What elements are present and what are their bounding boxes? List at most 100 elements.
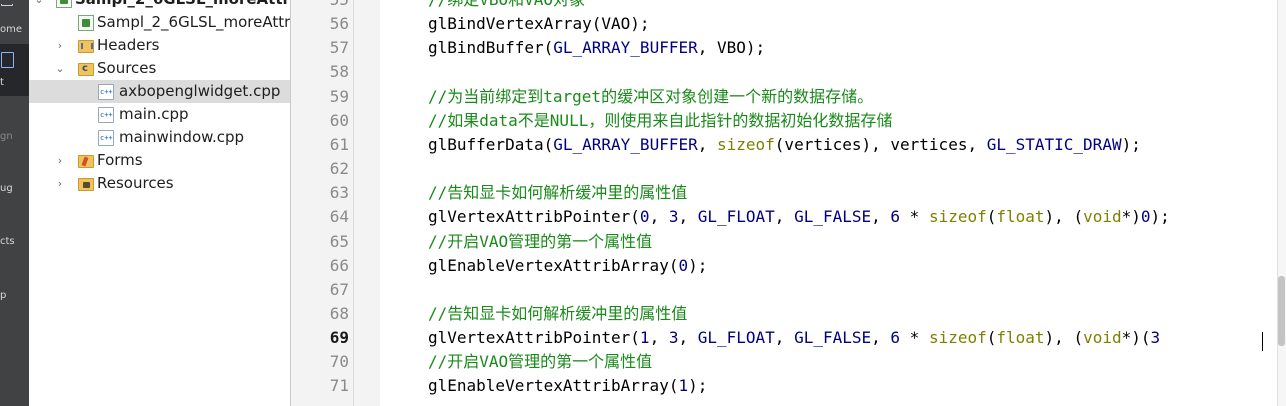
code-text: ( (986, 328, 997, 347)
code-text: , (678, 207, 698, 226)
project-tree: ⌄ Sampl_2_6GLSL_moreAttribu Sampl_2_6GLS… (29, 0, 291, 406)
code-text: ); (688, 376, 708, 395)
code-line[interactable]: //为当前绑定到target的缓冲区对象创建一个新的数据存储。 (428, 85, 873, 109)
fold-margin[interactable] (354, 0, 380, 406)
code-line[interactable]: //告知显卡如何解析缓冲里的属性值 (428, 181, 687, 205)
tree-item-headers[interactable]: › Headers (29, 34, 290, 57)
mode-label-projects: cts (0, 236, 15, 247)
tree-item-forms[interactable]: › Forms (29, 149, 290, 172)
project-icon (56, 0, 72, 8)
code-text: *) (1121, 207, 1141, 226)
tree-item-label: Resources (97, 174, 174, 192)
code-text: , (871, 328, 891, 347)
scrollbar-thumb[interactable] (1278, 276, 1285, 346)
code-comment: //开启VAO管理的第一个属性值 (428, 352, 653, 371)
code-text: glBindVertexArray(VAO); (428, 14, 650, 33)
code-line[interactable]: glBindBuffer(GL_ARRAY_BUFFER, VBO); (428, 36, 765, 60)
mode-design[interactable]: gn (0, 131, 29, 147)
mode-welcome-label[interactable]: ome (0, 24, 29, 40)
cpp-file-icon (98, 107, 114, 123)
code-token: GL_ARRAY_BUFFER (553, 38, 698, 57)
line-number-gutter (291, 0, 354, 406)
code-line[interactable]: glEnableVertexAttribArray(1); (428, 374, 707, 398)
mode-label-welcome: ome (0, 24, 23, 35)
code-text: ), ( (1044, 328, 1084, 347)
welcome-icon (1, 4, 13, 6)
code-token: 6 (890, 207, 901, 226)
code-text: * (900, 328, 929, 347)
cpp-file-icon (98, 84, 114, 100)
chevron-down-icon[interactable]: ⌄ (33, 0, 45, 11)
mode-edit[interactable] (0, 50, 29, 70)
tree-item-pro-file[interactable]: Sampl_2_6GLSL_moreAttri (29, 11, 290, 34)
mode-welcome[interactable] (0, 4, 29, 18)
chevron-right-icon[interactable]: › (57, 154, 63, 167)
line-number: 56 (329, 14, 349, 33)
code-token: 6 (890, 328, 901, 347)
tree-item-sources[interactable]: ⌄ Sources (29, 57, 290, 80)
code-line[interactable]: //开启VAO管理的第一个属性值 (428, 350, 652, 374)
code-line[interactable]: glBufferData(GL_ARRAY_BUFFER, sizeof(ver… (428, 133, 1141, 157)
pro-file-icon (78, 15, 94, 31)
mode-edit-label[interactable]: t (0, 77, 29, 93)
code-token: GL_FALSE (794, 207, 872, 226)
mode-label-edit: t (0, 77, 4, 88)
code-line[interactable]: glEnableVertexAttribArray(0); (428, 254, 707, 278)
line-number: 68 (329, 304, 349, 323)
line-number: 63 (329, 183, 349, 202)
code-keyword: void (1083, 328, 1122, 347)
code-line[interactable]: //绑定VBO和VAO对象 (428, 0, 585, 12)
code-text: (vertices), vertices, (774, 135, 987, 154)
code-text: ); (688, 256, 708, 275)
mode-help[interactable]: p (0, 290, 29, 306)
code-token: 3 (668, 328, 679, 347)
code-line[interactable]: glVertexAttribPointer(0, 3, GL_FLOAT, GL… (428, 205, 1170, 229)
tree-item-label: Sampl_2_6GLSL_moreAttribu (75, 0, 290, 11)
code-line[interactable]: //开启VAO管理的第一个属性值 (428, 230, 652, 254)
code-token: 1 (639, 328, 650, 347)
edit-icon (1, 52, 14, 68)
vertical-scrollbar[interactable] (1277, 0, 1286, 406)
code-line[interactable]: glVertexAttribPointer(1, 3, GL_FLOAT, GL… (428, 326, 1160, 350)
tree-item-resources[interactable]: › Resources (29, 172, 290, 195)
mode-debug[interactable]: ug (0, 183, 29, 199)
code-editor[interactable]: 55//绑定VBO和VAO对象56glBindVertexArray(VAO);… (291, 0, 1286, 406)
tree-item-axbopenglwidget-cpp[interactable]: axbopenglwidget.cpp (29, 80, 290, 103)
tree-item-label: Forms (97, 151, 143, 169)
code-line[interactable]: //告知显卡如何解析缓冲里的属性值 (428, 302, 687, 326)
tree-item-project[interactable]: ⌄ Sampl_2_6GLSL_moreAttribu (29, 0, 290, 11)
code-token: 3 (668, 207, 679, 226)
chevron-right-icon[interactable]: › (57, 39, 63, 52)
code-keyword: void (1083, 207, 1122, 226)
text-cursor (1262, 332, 1263, 351)
code-token: 3 (1150, 328, 1161, 347)
line-number: 69 (329, 328, 349, 347)
mode-selector-bar: ome t gn ug cts p (0, 0, 29, 406)
code-line[interactable]: //如果data不是NULL，则使用来自此指针的数据初始化数据存储 (428, 109, 892, 133)
line-number: 62 (329, 159, 349, 178)
code-text: , (697, 135, 717, 154)
line-number: 67 (329, 280, 349, 299)
tree-item-label: mainwindow.cpp (119, 128, 245, 146)
line-number: 64 (329, 207, 349, 226)
chevron-right-icon[interactable]: › (57, 177, 63, 190)
code-token: 0 (678, 256, 689, 275)
mode-label-help: p (0, 290, 7, 301)
code-text: *)( (1121, 328, 1151, 347)
forms-folder-icon (78, 155, 94, 168)
code-keyword: float (996, 328, 1045, 347)
tree-item-main-cpp[interactable]: main.cpp (29, 103, 290, 126)
code-text: glVertexAttribPointer( (428, 207, 640, 226)
code-text: glEnableVertexAttribArray( (428, 256, 679, 275)
tree-item-label: axbopenglwidget.cpp (119, 82, 281, 100)
line-number: 66 (329, 256, 349, 275)
code-line[interactable]: glBindVertexArray(VAO); (428, 12, 650, 36)
line-number: 65 (329, 232, 349, 251)
line-number: 58 (329, 62, 349, 81)
mode-projects[interactable]: cts (0, 236, 29, 252)
code-text: , (871, 207, 891, 226)
chevron-down-icon[interactable]: ⌄ (55, 62, 65, 75)
tree-item-mainwindow-cpp[interactable]: mainwindow.cpp (29, 126, 290, 149)
code-text: ( (986, 207, 997, 226)
code-text: , (649, 328, 669, 347)
